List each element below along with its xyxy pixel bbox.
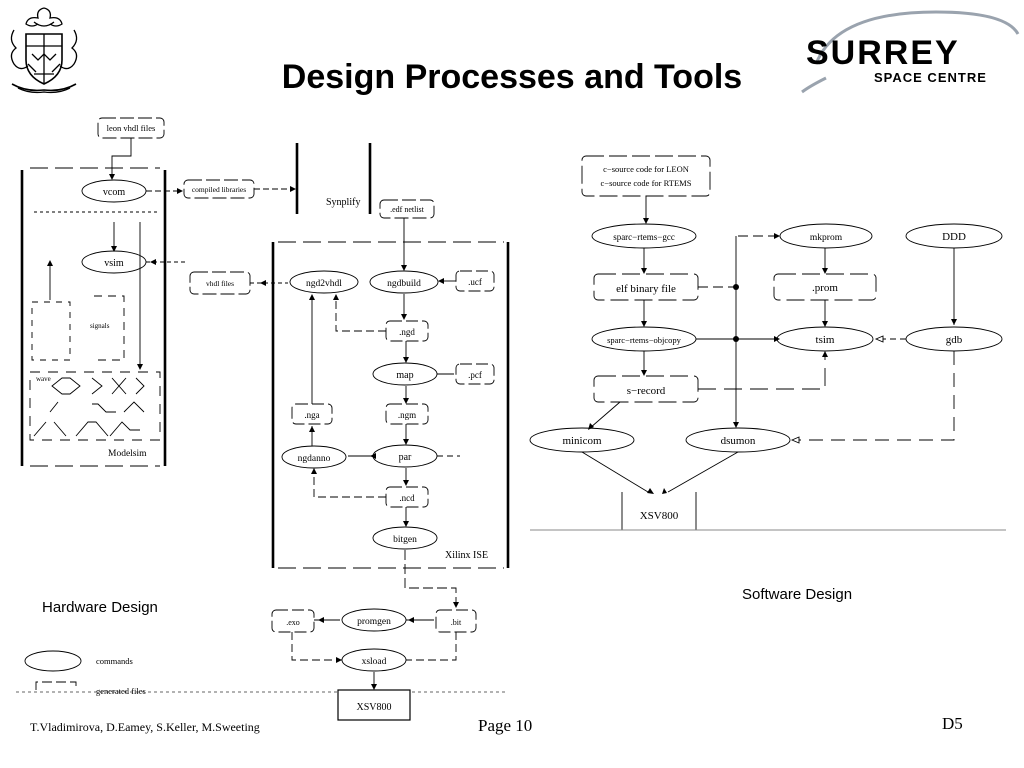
- footer-slide-id: D5: [942, 714, 963, 733]
- logo-wordmark: SURREY: [806, 34, 960, 72]
- file-exo-label: .exo: [286, 618, 300, 627]
- cmd-bitgen-label: bitgen: [393, 535, 417, 545]
- sw-node-dsumon-label: dsumon: [721, 435, 756, 447]
- sw-node-mkprom-label: mkprom: [810, 233, 843, 243]
- file-ngm: [385, 403, 429, 425]
- cmd-vcom-label: vcom: [103, 187, 125, 198]
- footer-authors: T.Vladimirova, D.Eamey, S.Keller, M.Swee…: [30, 720, 260, 734]
- file-exo: [271, 609, 315, 633]
- hardware-board-xsv800: [337, 689, 411, 721]
- cmd-vsim-label: vsim: [104, 258, 124, 269]
- file-ngd-label: .ngd: [399, 327, 415, 337]
- file-compiled-libraries-label: compiled libraries: [192, 185, 246, 194]
- sw-file-srecord-label: s−record: [627, 385, 666, 397]
- signals-label: signals: [90, 322, 110, 330]
- sw-source-files: [581, 155, 711, 197]
- software-arrowheads: [588, 218, 957, 494]
- sw-source-line-2: c−source code for RTEMS: [601, 178, 692, 188]
- hardware-design-caption: Hardware Design: [42, 599, 158, 616]
- synplify-border: [295, 143, 372, 214]
- cmd-ngdbuild-label: ngdbuild: [387, 279, 421, 289]
- hardware-board-label: XSV800: [356, 702, 391, 713]
- cmd-ngdanno-label: ngdanno: [298, 454, 331, 464]
- cmd-ngd2vhdl-label: ngd2vhdl: [306, 279, 342, 289]
- modelsim-border: [20, 170, 167, 466]
- cmd-ngd2vhdl: [289, 270, 359, 294]
- logo-subtitle: SPACE CENTRE: [874, 70, 987, 85]
- synplify-label: Synplify: [326, 197, 360, 208]
- file-vhdl-files-label: vhdl files: [206, 279, 234, 288]
- orbit-arc: [814, 10, 1020, 65]
- file-bit-label: .bit: [451, 618, 462, 627]
- legend-commands-label: commands: [96, 656, 133, 666]
- sw-node-ddd-label: DDD: [942, 231, 966, 243]
- surrey-space-centre-logo: SURREY SPACE CENTRE: [801, 10, 1020, 94]
- sw-source-line-1: c−source code for LEON: [603, 164, 689, 174]
- sw-node-gcc-label: sparc−rtems−gcc: [613, 232, 675, 242]
- sw-node-tsim-label: tsim: [816, 334, 835, 346]
- hardware-arrowheads: [47, 174, 459, 690]
- xilinx-border: [271, 242, 510, 568]
- crest-logo: [10, 7, 78, 94]
- software-connectors: [530, 196, 1006, 531]
- file-ngm-label: .ngm: [398, 410, 416, 420]
- wave-label: wave: [36, 375, 51, 383]
- page-title: Design Processes and Tools: [281, 58, 743, 96]
- modelsim-label: Modelsim: [108, 449, 147, 459]
- cmd-bitgen: [372, 526, 438, 550]
- sw-file-prom-label: .prom: [812, 282, 838, 294]
- file-ncd-label: .ncd: [399, 493, 415, 503]
- footer-page-number: Page 10: [478, 716, 533, 735]
- cmd-promgen-label: promgen: [357, 617, 391, 627]
- cmd-map-label: map: [396, 370, 413, 381]
- file-edf-netlist-label: .edf netlist: [390, 205, 425, 214]
- file-edf-netlist: [379, 199, 435, 219]
- file-leon-vhdl-label: leon vhdl files: [107, 123, 156, 133]
- sw-board-label: XSV800: [640, 510, 679, 522]
- sw-node-gdb-label: gdb: [946, 334, 963, 346]
- sw-file-elf-label: elf binary file: [616, 283, 676, 295]
- file-pcf-label: .pcf: [468, 370, 482, 380]
- legend-command-symbol: [24, 650, 82, 672]
- cmd-par-label: par: [399, 452, 412, 463]
- file-ucf-label: .ucf: [468, 277, 482, 287]
- cmd-xsload-label: xsload: [362, 657, 387, 667]
- file-pcf: [455, 363, 495, 385]
- sw-node-minicom-label: minicom: [562, 435, 602, 447]
- sw-node-objcopy-label: sparc−rtems−objcopy: [607, 335, 682, 345]
- software-design-caption: Software Design: [742, 586, 853, 603]
- file-nga-label: .nga: [304, 410, 319, 420]
- xilinx-ise-label: Xilinx ISE: [445, 550, 488, 561]
- legend-file-symbol: [35, 681, 77, 690]
- legend-generated-label: generated files: [96, 686, 146, 696]
